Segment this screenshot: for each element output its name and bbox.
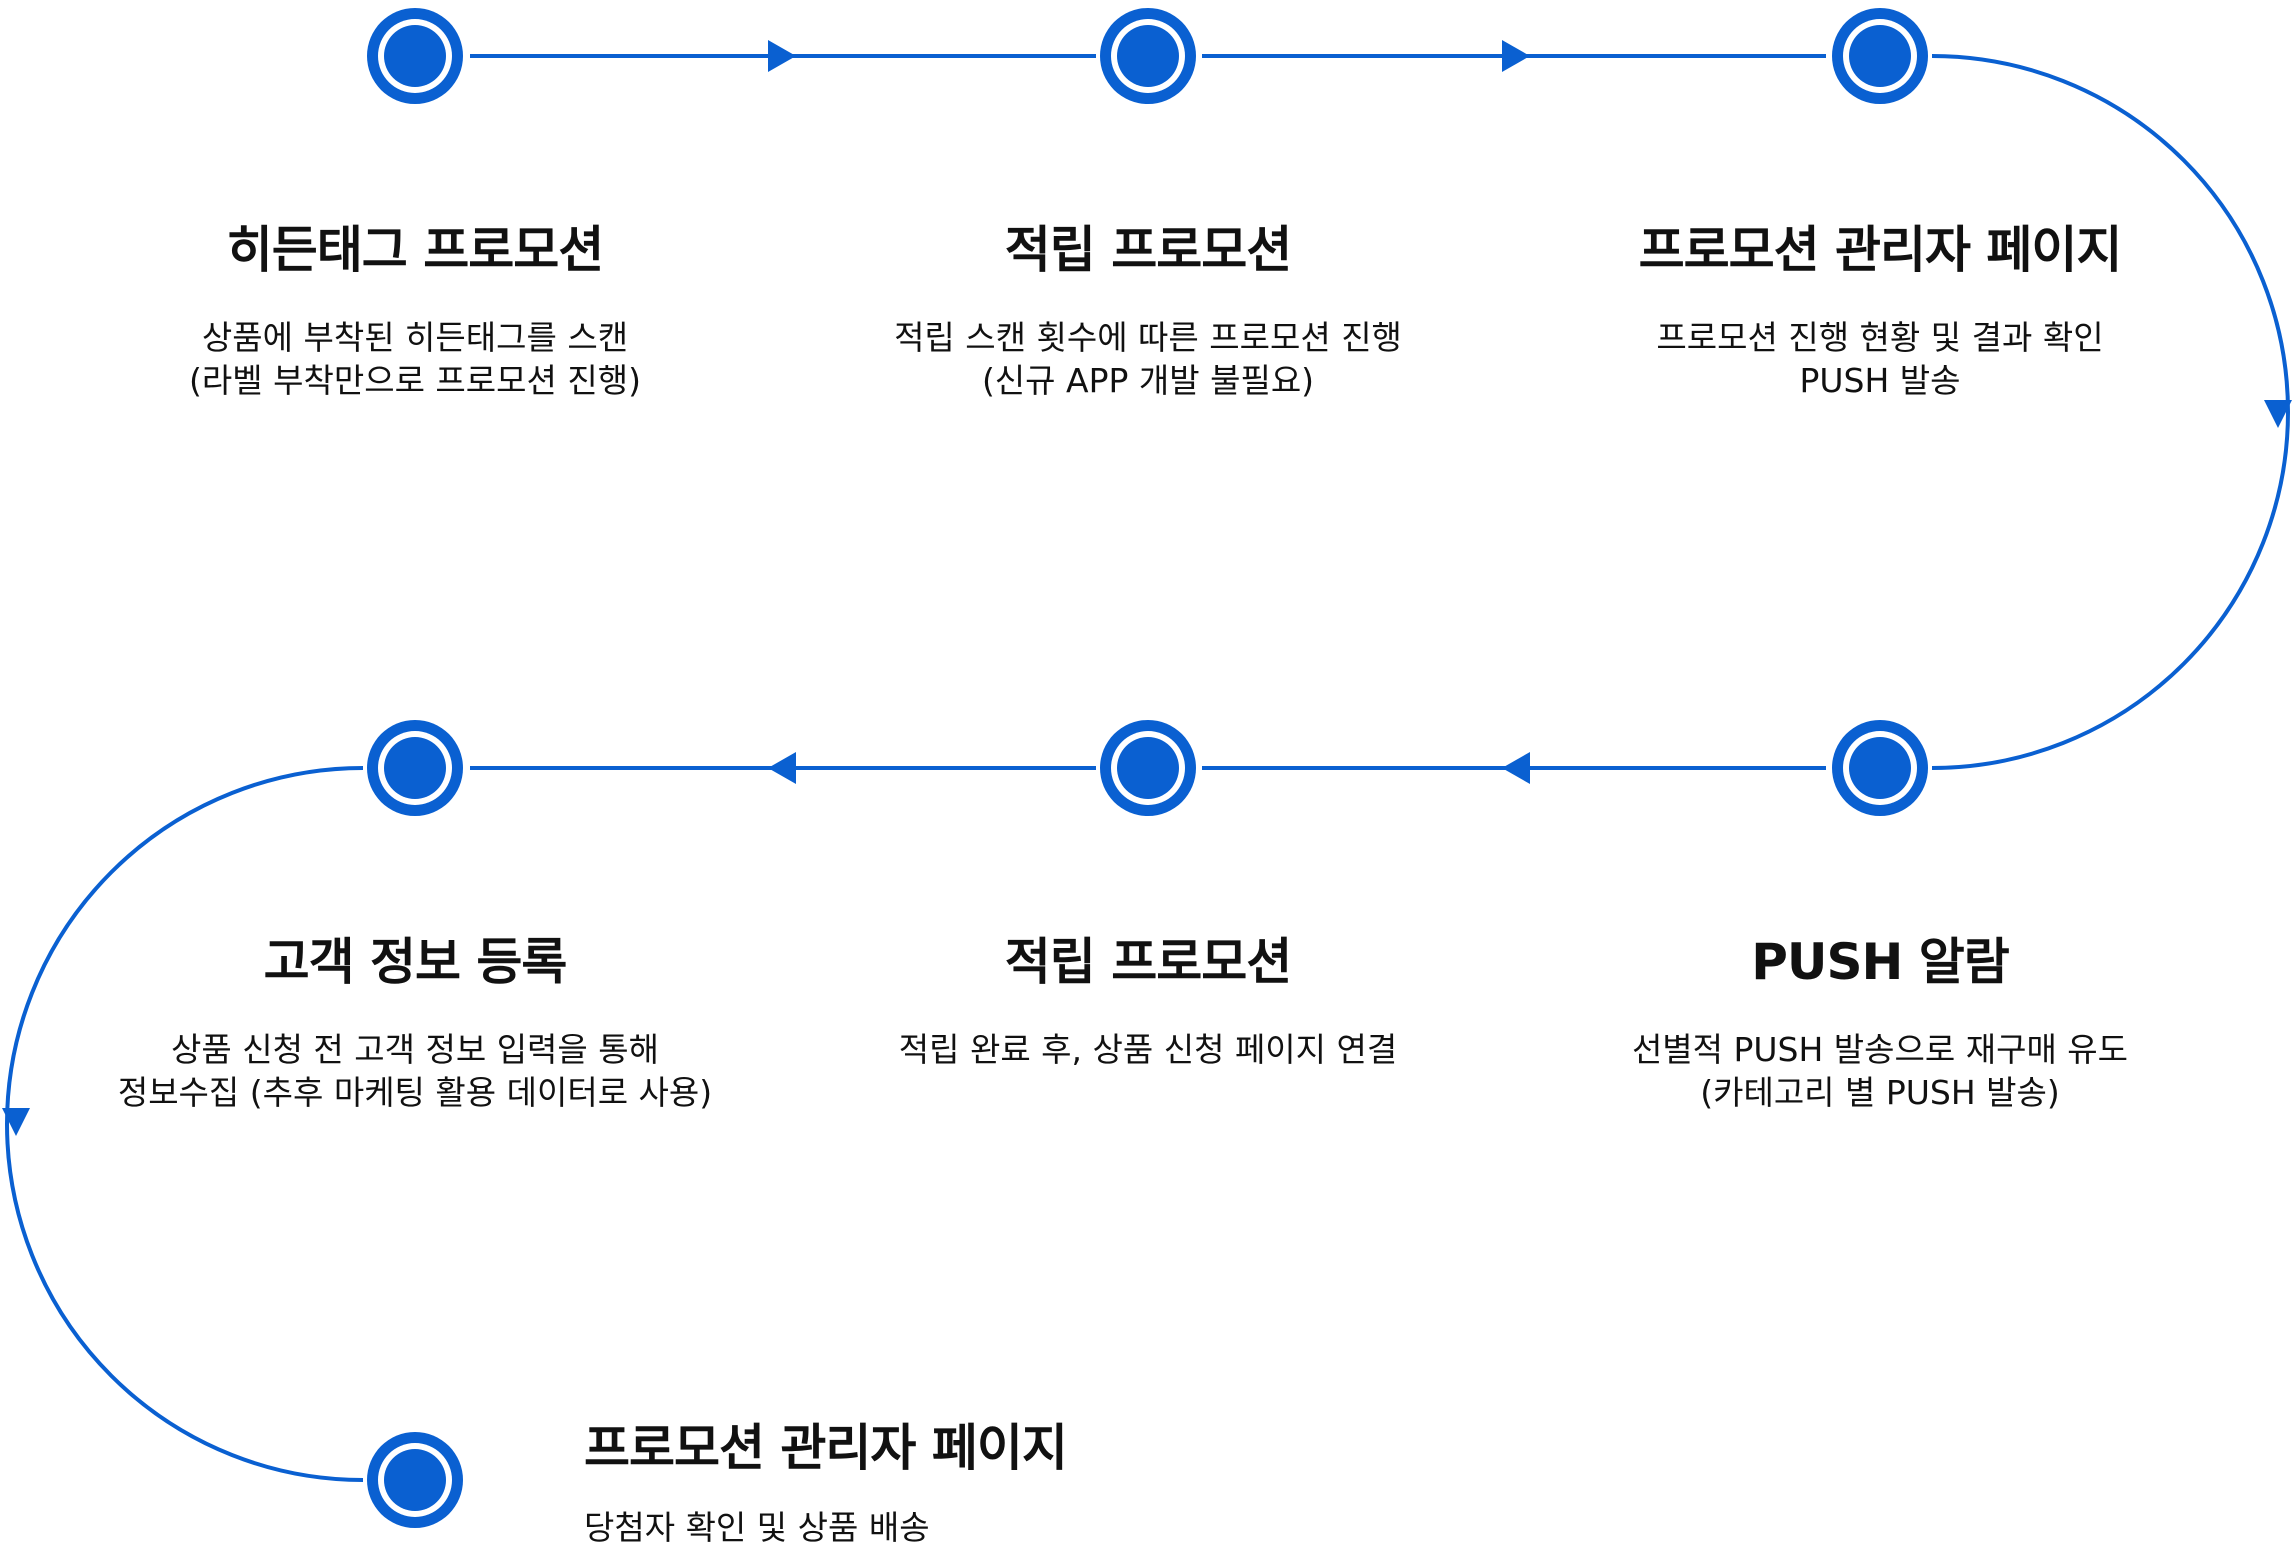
step-title: 적립 프로모션: [1004, 933, 1292, 991]
step-2: 적립 프로모션 적립 스캔 횟수에 따른 프로모션 진행 (신규 APP 개발 …: [798, 220, 1498, 402]
step-node-icon: [367, 1432, 463, 1528]
arrow-left-icon: [1502, 752, 1530, 784]
arrow-left-icon: [768, 752, 796, 784]
step-title: 적립 프로모션: [1004, 221, 1292, 279]
step-description: 당첨자 확인 및 상품 배송: [584, 1508, 930, 1547]
step-description: 적립 완료 후, 상품 신청 페이지 연결: [898, 1030, 1398, 1069]
step-node-icon: [367, 8, 463, 104]
step-node-icon: [1100, 8, 1196, 104]
step-title: 히든태그 프로모션: [226, 221, 604, 279]
step-title: 고객 정보 등록: [263, 933, 568, 991]
arrow-right-icon: [1502, 40, 1530, 72]
step-title: PUSH 알람: [1751, 933, 2010, 991]
step-description: 프로모션 진행 현황 및 결과 확인 PUSH 발송: [1656, 318, 2104, 400]
step-node-icon: [367, 720, 463, 816]
step-3: 프로모션 관리자 페이지 프로모션 진행 현황 및 결과 확인 PUSH 발송: [1530, 220, 2230, 402]
step-description: 상품 신청 전 고객 정보 입력을 통해 정보수집 (추후 마케팅 활용 데이터…: [117, 1030, 713, 1112]
step-title: 프로모션 관리자 페이지: [584, 1419, 1068, 1477]
step-title: 프로모션 관리자 페이지: [1638, 221, 2123, 279]
step-node-icon: [1100, 720, 1196, 816]
step-1: 히든태그 프로모션 상품에 부착된 히든태그를 스캔 (라벨 부착만으로 프로모…: [65, 220, 765, 402]
step-description: 선별적 PUSH 발송으로 재구매 유도 (카테고리 별 PUSH 발송): [1631, 1030, 2129, 1112]
step-node-icon: [1832, 720, 1928, 816]
arrow-right-icon: [768, 40, 796, 72]
connector-3-4-curve: [1931, 54, 2290, 770]
step-node-icon: [1832, 8, 1928, 104]
step-description: 적립 스캔 횟수에 따른 프로모션 진행 (신규 APP 개발 불필요): [894, 318, 1402, 400]
arrow-down-icon: [2264, 400, 2292, 428]
arrow-down-icon: [2, 1108, 30, 1136]
step-7: 프로모션 관리자 페이지 당첨자 확인 및 상품 배송: [584, 1418, 1384, 1549]
connector-6-7-curve: [5, 766, 364, 1482]
step-description: 상품에 부착된 히든태그를 스캔 (라벨 부착만으로 프로모션 진행): [189, 318, 641, 400]
step-5: 적립 프로모션 적립 완료 후, 상품 신청 페이지 연결: [798, 932, 1498, 1071]
step-4: PUSH 알람 선별적 PUSH 발송으로 재구매 유도 (카테고리 별 PUS…: [1530, 932, 2230, 1114]
step-6: 고객 정보 등록 상품 신청 전 고객 정보 입력을 통해 정보수집 (추후 마…: [65, 932, 765, 1114]
